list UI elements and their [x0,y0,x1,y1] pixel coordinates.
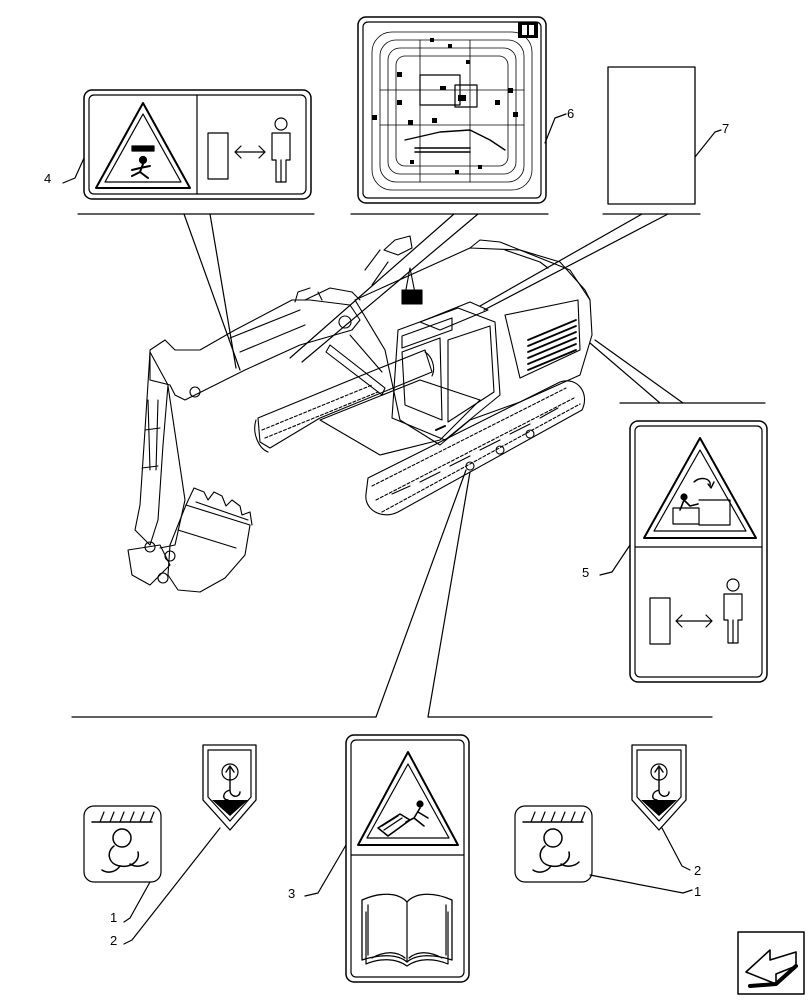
callout-6-leader [544,113,567,144]
callout-6: 6 [567,106,574,121]
callout-7: 7 [722,121,729,136]
swing-crush-warning-icon [643,437,757,539]
front-track [365,380,586,516]
decal-7-pointer-a [479,213,643,307]
callout-3-leader [304,844,347,897]
decal-2-lift-point-left [202,744,257,831]
decal-7-blank-plate [607,66,696,205]
upper-structure [354,235,593,446]
undercarriage-frame [319,379,481,456]
callout-2a-leader [123,827,221,945]
tie-down-point-icon [522,811,586,873]
keep-distance-person-icon [207,117,291,183]
boom [149,287,386,401]
decal-1-tie-down-right [514,805,593,883]
decal-4-pointer-b [209,213,237,369]
next-page-arrow-icon[interactable] [737,931,805,995]
decal-5-swing-hazard [629,420,768,683]
callout-2b-leader [661,827,691,871]
operator-cab [391,301,501,441]
callout-3: 3 [288,886,295,901]
decal-6-pointer-a [289,213,455,359]
decal-6-lubrication-chart [357,16,547,204]
callout-2-right: 2 [694,863,701,878]
callout-4: 4 [44,171,51,186]
decal-6-pointer-b [301,213,479,363]
callout-5-leader [599,544,631,576]
crush-hazard-warning-icon [95,102,191,189]
callout-1-right: 1 [694,884,701,899]
lubrication-chart-icon [371,31,533,191]
engine-grille [527,319,577,371]
operator-manual-book-icon [518,22,538,38]
decal-5-pointer-a [594,339,684,404]
decal-5-pointer-b [589,342,661,404]
decal-4-pointer-a [183,213,241,371]
decal-3-pointer-a [375,469,467,718]
read-manual-book-icon [361,893,453,967]
keep-distance-person-icon [649,578,743,645]
lifting-point-hook-icon [641,763,677,816]
lifting-point-hook-icon [212,763,248,816]
callout-1-left: 1 [110,910,117,925]
tie-down-point-icon [91,811,155,873]
arm-stick [127,351,186,586]
decal-2-lift-point-right [631,744,687,831]
decal-7-pointer-b [483,213,669,311]
decal-3-pointer-b [427,471,471,718]
bucket [164,487,253,593]
callout-2-left: 2 [110,933,117,948]
decal-3-track-hazard [345,734,470,983]
callout-7-leader [694,129,722,158]
decal-1-tie-down-left [83,805,162,883]
callout-1a-leader [123,881,151,923]
decal-4-crush-hazard [83,89,312,200]
callout-1b-leader [589,874,693,894]
excavator-illustration [127,235,593,593]
callout-4-leader [62,157,85,184]
track-entanglement-warning-icon [357,751,459,846]
callout-5: 5 [582,565,589,580]
